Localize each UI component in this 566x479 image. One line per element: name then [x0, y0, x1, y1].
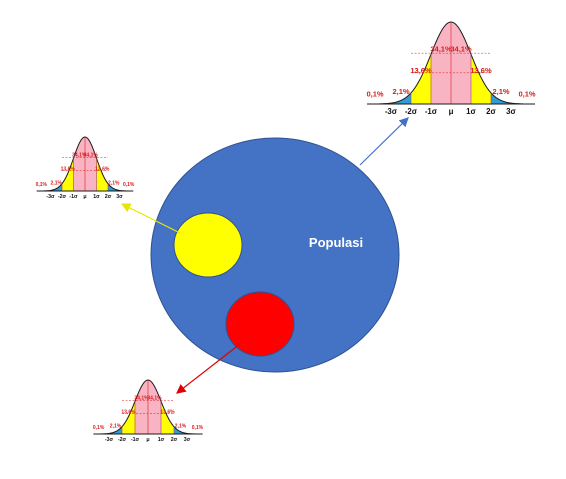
tick-label: -3σ [105, 437, 114, 443]
distribution-sample-red: 34,1%34,1%13,6%13,6%2,1%2,1%0,1%0,1%-3σ-… [93, 379, 204, 443]
tick-label: 1σ [93, 194, 100, 200]
percent-inner-left: 34,1% [72, 152, 87, 158]
tick-label: 3σ [506, 107, 516, 116]
band-tail-right [174, 426, 187, 434]
tick-label: -2σ [405, 107, 418, 116]
percent-tail-right: 2,1% [492, 87, 509, 96]
percent-inner-right: 34,1% [84, 152, 99, 158]
arrow-population-to-top-distribution [359, 117, 409, 166]
tick-label: 2σ [171, 437, 178, 443]
arrow-red-sample-to-bottom-distribution [176, 343, 241, 394]
percent-tail-left: 2,1% [51, 181, 63, 187]
band-tail-right [491, 92, 511, 104]
band-tail-left [109, 426, 122, 434]
population-circle [150, 137, 400, 373]
arrow-yellow-sample-to-left-distribution [120, 203, 181, 234]
band-inner-left [73, 137, 85, 191]
percent-inner-left: 34,1% [134, 395, 149, 401]
percent-middle-right: 13,6% [470, 66, 492, 75]
tick-label: -3σ [46, 194, 55, 200]
percent-outer-right: 0,1% [123, 182, 135, 188]
percent-outer-left: 0,1% [366, 90, 383, 99]
band-inner-left [431, 22, 451, 104]
tick-label: -1σ [131, 437, 140, 443]
percent-outer-left: 0,1% [36, 182, 48, 188]
sample-red-circle [225, 291, 295, 357]
distribution-population: 34,1%34,1%13,6%13,6%2,1%2,1%0,1%0,1%-3σ-… [366, 21, 536, 116]
percent-outer-right: 0,1% [192, 425, 204, 431]
percent-middle-left: 13,6% [410, 66, 432, 75]
tick-label: -3σ [385, 107, 398, 116]
tick-label: μ [146, 437, 149, 443]
percent-tail-right: 2,1% [175, 424, 187, 430]
tick-label: μ [449, 107, 454, 116]
percent-outer-left: 0,1% [93, 425, 105, 431]
distribution-sample-yellow: 34,1%34,1%13,6%13,6%2,1%2,1%0,1%0,1%-3σ-… [36, 136, 135, 200]
percent-middle-right: 13,6% [160, 409, 175, 415]
percent-tail-left: 2,1% [392, 87, 409, 96]
percent-middle-left: 13,6% [121, 409, 136, 415]
percent-middle-left: 13,6% [61, 166, 76, 172]
population-label: Populasi [309, 235, 363, 250]
percent-middle-right: 13,6% [95, 166, 110, 172]
tick-label: 2σ [105, 194, 112, 200]
tick-label: μ [83, 194, 86, 200]
tick-label: -2σ [118, 437, 127, 443]
tick-label: 3σ [184, 437, 191, 443]
percent-tail-left: 2,1% [110, 424, 122, 430]
band-inner-right [148, 380, 161, 434]
tick-label: 1σ [466, 107, 476, 116]
tick-label: -2σ [58, 194, 67, 200]
sample-yellow-circle [173, 212, 243, 278]
tick-label: -1σ [425, 107, 438, 116]
band-inner-right [85, 137, 97, 191]
band-inner-left [135, 380, 148, 434]
tick-label: 1σ [158, 437, 165, 443]
band-inner-right [451, 22, 471, 104]
band-tail-right [108, 183, 120, 191]
percent-inner-left: 34,1% [430, 45, 452, 54]
band-tail-left [50, 183, 62, 191]
band-tail-left [391, 92, 411, 104]
percent-outer-right: 0,1% [518, 90, 535, 99]
percent-tail-right: 2,1% [108, 181, 120, 187]
tick-label: 3σ [116, 194, 123, 200]
tick-label: -1σ [69, 194, 78, 200]
percent-inner-right: 34,1% [450, 45, 472, 54]
tick-label: 2σ [486, 107, 496, 116]
percent-inner-right: 34,1% [147, 395, 162, 401]
